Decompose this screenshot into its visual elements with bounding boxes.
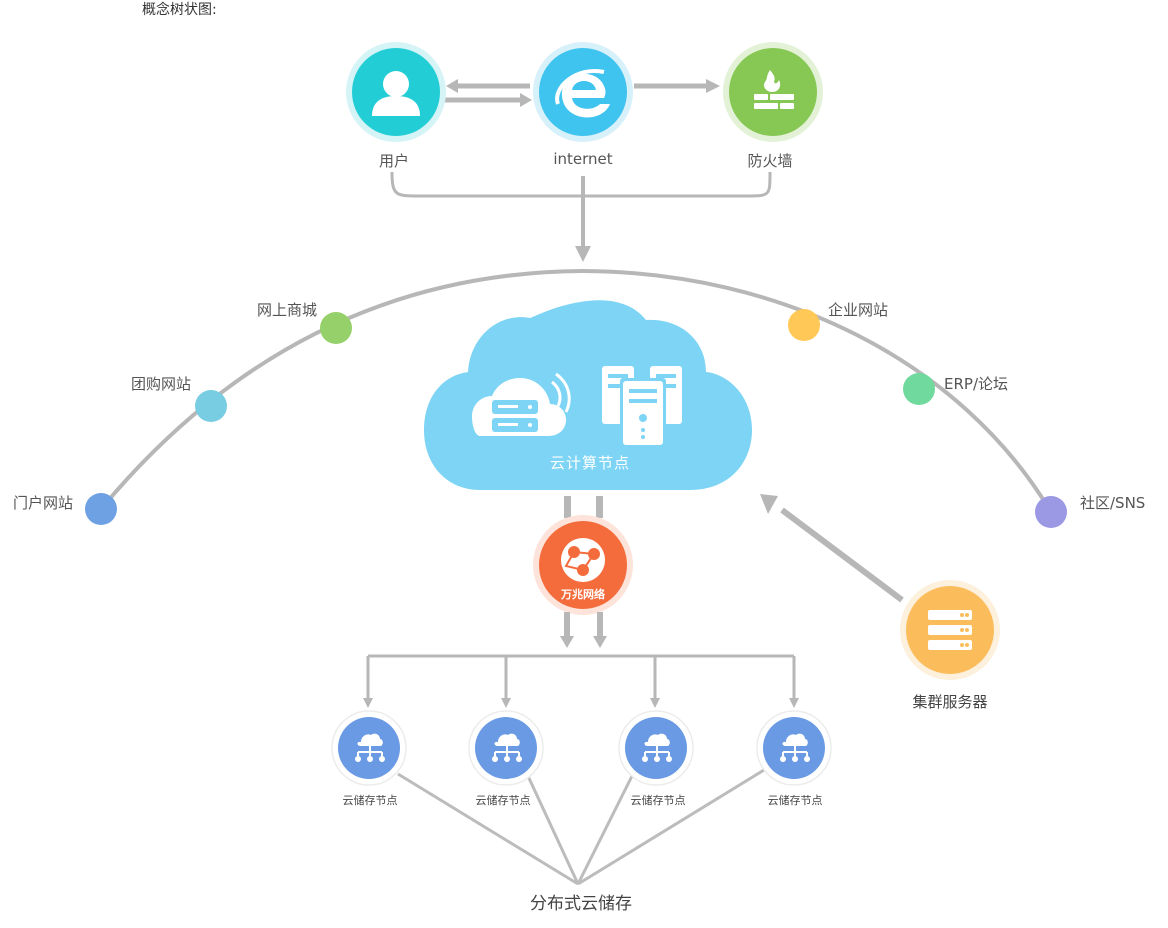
- user-icon: [372, 71, 420, 116]
- internet-node: [533, 42, 633, 142]
- arc-label-enterprise: 企业网站: [828, 301, 889, 319]
- arc-label-sns: 社区/SNS: [1080, 494, 1146, 512]
- user-label: 用户: [378, 152, 410, 170]
- page-title: 概念树状图:: [142, 2, 217, 18]
- arc-label-mall: 网上商城: [257, 301, 318, 319]
- firewall-node: [723, 42, 823, 142]
- arc-node-erp: [903, 373, 935, 405]
- arc-node-mall: [320, 312, 352, 344]
- arc-label-portal: 门户网站: [13, 494, 74, 512]
- network-globe-icon: [561, 538, 605, 582]
- cloud-compute-node: [424, 300, 752, 490]
- storage-hierarchy-icons: [355, 733, 810, 762]
- cloud-shape: [424, 300, 752, 490]
- network-node: [533, 515, 633, 615]
- cloud-server-icon: [472, 372, 571, 436]
- arc-label-erp: ERP/论坛: [944, 375, 1008, 393]
- server-rack-icon: [928, 610, 972, 650]
- distributed-storage-label: 分布式云储存: [530, 894, 632, 914]
- internet-label: internet: [553, 150, 613, 168]
- storage-convergence-lines: [397, 768, 765, 886]
- storage-label-4: 云储存节点: [767, 794, 823, 807]
- tower-server-icon: [602, 366, 682, 448]
- distribution-bracket: [363, 654, 799, 708]
- cloud-compute-label: 云计算节点: [549, 454, 631, 472]
- arrow-cluster-to-cloud: [780, 507, 904, 603]
- arc-node-portal: [85, 493, 117, 525]
- internet-explorer-icon: [555, 68, 610, 118]
- arc-label-groupbuy: 团购网站: [131, 375, 192, 393]
- top-connectors: [390, 79, 772, 262]
- firewall-icon: [754, 70, 794, 109]
- storage-label-2: 云储存节点: [475, 794, 531, 807]
- arc-node-groupbuy: [195, 390, 227, 422]
- service-arc: [99, 268, 1053, 514]
- user-node: [346, 42, 446, 142]
- arc-node-enterprise: [788, 309, 820, 341]
- network-label: 万兆网络: [561, 588, 605, 601]
- storage-label-3: 云储存节点: [630, 794, 686, 807]
- cluster-server-label: 集群服务器: [912, 693, 988, 711]
- bar-cloud-right: [596, 496, 603, 518]
- bar-cloud-left: [564, 496, 571, 518]
- arc-node-sns: [1035, 496, 1067, 528]
- storage-label-1: 云储存节点: [342, 794, 398, 807]
- firewall-label: 防火墙: [747, 152, 793, 170]
- cluster-server-node: [900, 580, 1000, 680]
